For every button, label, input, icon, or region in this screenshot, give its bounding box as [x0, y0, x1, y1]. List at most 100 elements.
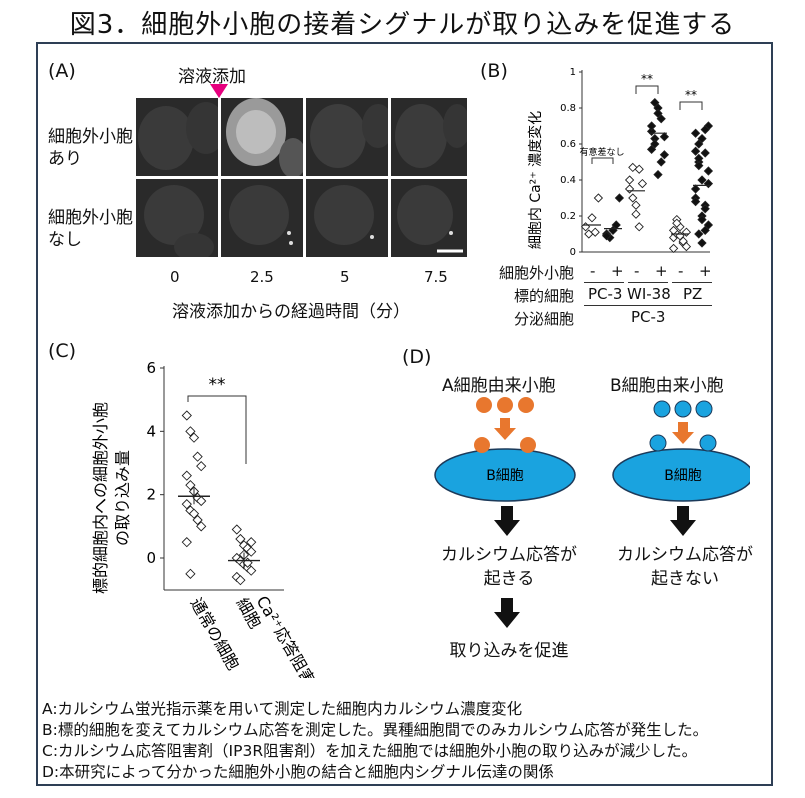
panel-b-point	[624, 175, 635, 185]
panel-b-point	[694, 153, 704, 164]
panel-c-point	[235, 575, 246, 586]
final-result: 取り込みを促進	[449, 641, 569, 661]
micrograph-ev-7-5	[391, 98, 467, 176]
divider-pc3	[584, 282, 624, 283]
panel-c-label: (C)	[48, 340, 77, 362]
panel-b-point	[580, 222, 591, 232]
panel-b-point	[653, 108, 663, 119]
time-tick-5: 5	[340, 268, 350, 286]
panel-b-point	[690, 146, 701, 156]
panel-d-diagram: B細胞 B細胞	[434, 397, 750, 502]
panel-b-point	[650, 97, 660, 108]
panel-b-point	[690, 128, 701, 138]
micrograph-ev-2-5	[221, 98, 303, 176]
panel-c-point	[231, 524, 242, 535]
panel-a-xlabel: 溶液添加からの経過時間（分）	[172, 302, 410, 322]
panel-c-point	[185, 480, 196, 491]
divider-wi38	[628, 282, 668, 283]
panel-b-point	[659, 132, 670, 142]
ev-minus-pc3: -	[590, 262, 596, 280]
panel-b-label: (B)	[480, 60, 508, 82]
micrograph-noev-5	[306, 179, 388, 257]
final-down-arrow-icon	[494, 598, 520, 628]
panel-b-point	[700, 148, 710, 158]
panel-c-point	[246, 565, 257, 576]
panel-c-point	[196, 521, 207, 532]
right-bound-vesicle-2	[699, 434, 717, 452]
row-label-without-ev-line1: 細胞外小胞	[48, 208, 133, 228]
left-result: カルシウム応答が 起きる	[424, 543, 594, 591]
ns-bracket	[591, 157, 614, 164]
micrograph-noev-0	[136, 179, 218, 257]
panel-c-sig-bracket	[187, 395, 247, 464]
caption-b: B:標的細胞を変えてカルシウム応答を測定した。異種細胞間でのみカルシウム応答が発…	[42, 721, 709, 739]
panel-b-ytick-label-0: 0	[570, 247, 576, 258]
panel-b-point	[672, 218, 682, 228]
panel-b-point	[656, 157, 666, 167]
panel-b-point	[653, 169, 663, 180]
panel-b-ytick-label-3: 0.6	[560, 139, 576, 150]
micrograph-noev-7-5	[391, 179, 467, 257]
panel-d-label: (D)	[402, 346, 432, 368]
addition-marker-icon	[210, 84, 228, 98]
row-label-without-ev-line2: なし	[48, 230, 82, 250]
panel-c-point	[181, 470, 192, 481]
ev-plus-wi38: +	[655, 262, 668, 280]
panel-b-point	[690, 196, 701, 207]
panel-b-point	[697, 214, 707, 225]
left-down-arrow-icon	[494, 506, 520, 536]
caption-a: A:カルシウム蛍光指示薬を用いて測定した細胞内カルシウム濃度変化	[42, 700, 523, 718]
panel-c-point	[235, 533, 246, 545]
left-binding-arrow-icon	[494, 418, 516, 440]
row1-label: 細胞外小胞	[498, 264, 574, 282]
panel-b-point	[590, 227, 600, 237]
right-vesicle-title: B細胞由来小胞	[610, 376, 724, 396]
panel-c-ylabel-line2: の取り込み量	[113, 450, 132, 546]
panel-c-point	[246, 537, 257, 548]
panel-b-point	[646, 121, 657, 131]
right-result-line1: カルシウム応答が	[617, 545, 753, 565]
panel-b-point	[668, 243, 679, 254]
right-cell-label: B細胞	[664, 468, 702, 484]
panel-c-point	[246, 546, 257, 557]
right-binding-arrow-icon	[672, 422, 694, 444]
panel-c-point	[188, 508, 200, 519]
time-tick-7-5: 7.5	[424, 268, 448, 286]
panel-b-point	[690, 184, 701, 194]
target-wi38: WI-38	[627, 285, 671, 303]
left-cell-label: B細胞	[486, 468, 524, 484]
panel-b-point	[697, 238, 707, 248]
panel-b-point	[694, 160, 704, 171]
panel-b-ytick-label-5: 1	[570, 67, 576, 78]
panel-b-point	[700, 204, 710, 214]
row2-label: 標的細胞	[513, 287, 574, 305]
row-label-with-ev-line1: 細胞外小胞	[48, 127, 133, 147]
panel-b-ytick-label-1: 0.2	[560, 211, 576, 222]
panel-c-ytick-label-3: 6	[146, 359, 156, 377]
ev-plus-pz: +	[699, 262, 712, 280]
micrograph-ev-0	[136, 98, 218, 176]
panel-b-point	[593, 193, 604, 203]
panel-b-point	[637, 178, 648, 189]
panel-c-point	[192, 514, 203, 526]
left-result-line2: 起きる	[483, 569, 535, 589]
right-result-line2: 起きない	[651, 569, 719, 589]
panel-c-ytick-label-2: 4	[146, 422, 156, 440]
right-bound-vesicle-1	[649, 434, 667, 452]
ns-label: 有意差なし	[579, 146, 624, 158]
ev-minus-wi38: -	[634, 262, 640, 280]
right-vesicles	[653, 400, 713, 418]
micrograph-noev-2-5	[221, 179, 303, 257]
panel-b-point	[631, 209, 641, 219]
panel-c-point	[188, 432, 200, 443]
panel-b-point	[646, 144, 657, 155]
row-label-with-ev-line2: あり	[48, 149, 82, 169]
panel-b-point	[659, 150, 670, 160]
panel-c-ytick-label-1: 2	[146, 486, 156, 504]
panel-b-point	[697, 133, 707, 144]
divider-secretor	[584, 305, 712, 306]
right-result: カルシウム応答が 起きない	[600, 543, 770, 591]
panel-c-point	[196, 461, 207, 472]
panel-c-point	[181, 499, 192, 510]
